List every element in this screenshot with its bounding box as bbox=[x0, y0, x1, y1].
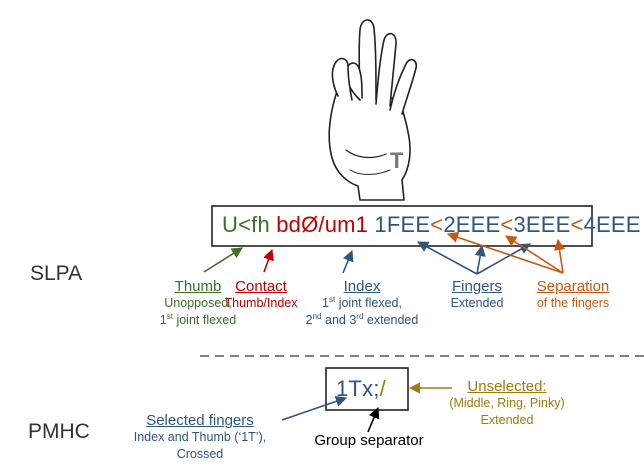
annotation-fingers-line1: Extended bbox=[450, 296, 504, 310]
annotation-index-line2: 2nd and 3rd extended bbox=[305, 311, 419, 327]
hand-finger-pinky bbox=[389, 58, 418, 115]
hand-palm bbox=[328, 87, 411, 201]
arrow-fingers-3 bbox=[474, 244, 486, 275]
annotation-selected-line1: Index and Thumb (‘1T’), bbox=[133, 430, 267, 444]
slpa-code-thumb: U<fh bbox=[222, 212, 270, 237]
hand-illustration bbox=[328, 19, 418, 201]
annotation-fingers: Fingers Extended bbox=[436, 278, 518, 312]
arrow-contact bbox=[263, 248, 274, 273]
slpa-code-box bbox=[211, 205, 593, 247]
pmhc-code-box bbox=[325, 367, 409, 411]
annotation-separation-title: Separation bbox=[536, 278, 610, 295]
annotation-fingers-title: Fingers bbox=[451, 278, 503, 295]
annotation-contact-title: Contact bbox=[235, 278, 287, 295]
arrow-group-separator bbox=[367, 406, 380, 433]
slpa-code-sep: < bbox=[430, 212, 444, 237]
pmhc-code-unselected: / bbox=[379, 376, 386, 401]
arrow-fingers-4 bbox=[476, 243, 531, 275]
arrow-sep-1 bbox=[446, 231, 564, 274]
annotation-index-title: Index bbox=[343, 278, 381, 295]
slpa-code-sep: < bbox=[570, 212, 584, 237]
annotation-group-separator: Group separator bbox=[298, 432, 440, 449]
arrow-sep-2 bbox=[505, 235, 564, 274]
annotation-unselected-line1: (Middle, Ring, Pinky) bbox=[449, 396, 565, 410]
annotation-unselected-title: Unselected: bbox=[467, 378, 547, 395]
annotation-thumb-line2: 1st joint flexed bbox=[159, 311, 237, 327]
pmhc-label: PMHC bbox=[28, 420, 90, 443]
annotation-thumb-line1: Unopposed, bbox=[164, 296, 232, 310]
pmhc-code: 1Tx;/ bbox=[336, 376, 386, 402]
slpa-label: SLPA bbox=[30, 262, 83, 285]
annotation-index: Index 1st joint flexed, 2nd and 3rd exte… bbox=[286, 278, 438, 329]
annotation-separation: Separation of the fingers bbox=[520, 278, 626, 312]
pmhc-code-selected: 1Tx; bbox=[336, 376, 380, 401]
annotation-selected-fingers: Selected fingers Index and Thumb (‘1T’),… bbox=[118, 412, 282, 463]
annotation-selected-line2: Crossed bbox=[176, 447, 224, 461]
slpa-code: U<fh bdØ/um1 1FEE<2EEE<3EEE<4EEE bbox=[222, 212, 641, 238]
hand-thumb bbox=[331, 57, 353, 101]
annotation-separation-line1: of the fingers bbox=[536, 296, 610, 310]
arrow-selected-fingers bbox=[281, 395, 348, 421]
annotation-unselected-line2: Extended bbox=[480, 413, 534, 427]
hand-finger-ring bbox=[375, 32, 397, 107]
slpa-code-sep: < bbox=[500, 212, 514, 237]
annotation-thumb: Thumb Unopposed, 1st joint flexed bbox=[136, 278, 260, 329]
slpa-code-index: 1FEE bbox=[374, 212, 431, 237]
annotation-unselected: Unselected: (Middle, Ring, Pinky) Extend… bbox=[432, 378, 582, 429]
arrow-index bbox=[342, 249, 354, 274]
hand-letter: T bbox=[390, 148, 404, 173]
annotation-contact: Contact Thumb/Index bbox=[200, 278, 322, 312]
annotation-index-line1: 1st joint flexed, bbox=[322, 294, 402, 310]
annotation-contact-line1: Thumb/Index bbox=[224, 296, 298, 310]
slpa-code-finger: 2EEE bbox=[443, 212, 501, 237]
slpa-code-finger: 3EEE bbox=[513, 212, 571, 237]
arrow-sep-3 bbox=[553, 238, 566, 274]
annotation-selected-title: Selected fingers bbox=[146, 412, 254, 429]
arrow-thumb bbox=[203, 247, 243, 273]
annotation-group-title: Group separator bbox=[314, 432, 424, 449]
slpa-code-finger: 4EEE bbox=[583, 212, 641, 237]
annotation-thumb-title: Thumb bbox=[174, 278, 222, 295]
slpa-code-contact: bdØ/um1 bbox=[276, 212, 369, 237]
arrow-fingers-2 bbox=[417, 241, 478, 275]
